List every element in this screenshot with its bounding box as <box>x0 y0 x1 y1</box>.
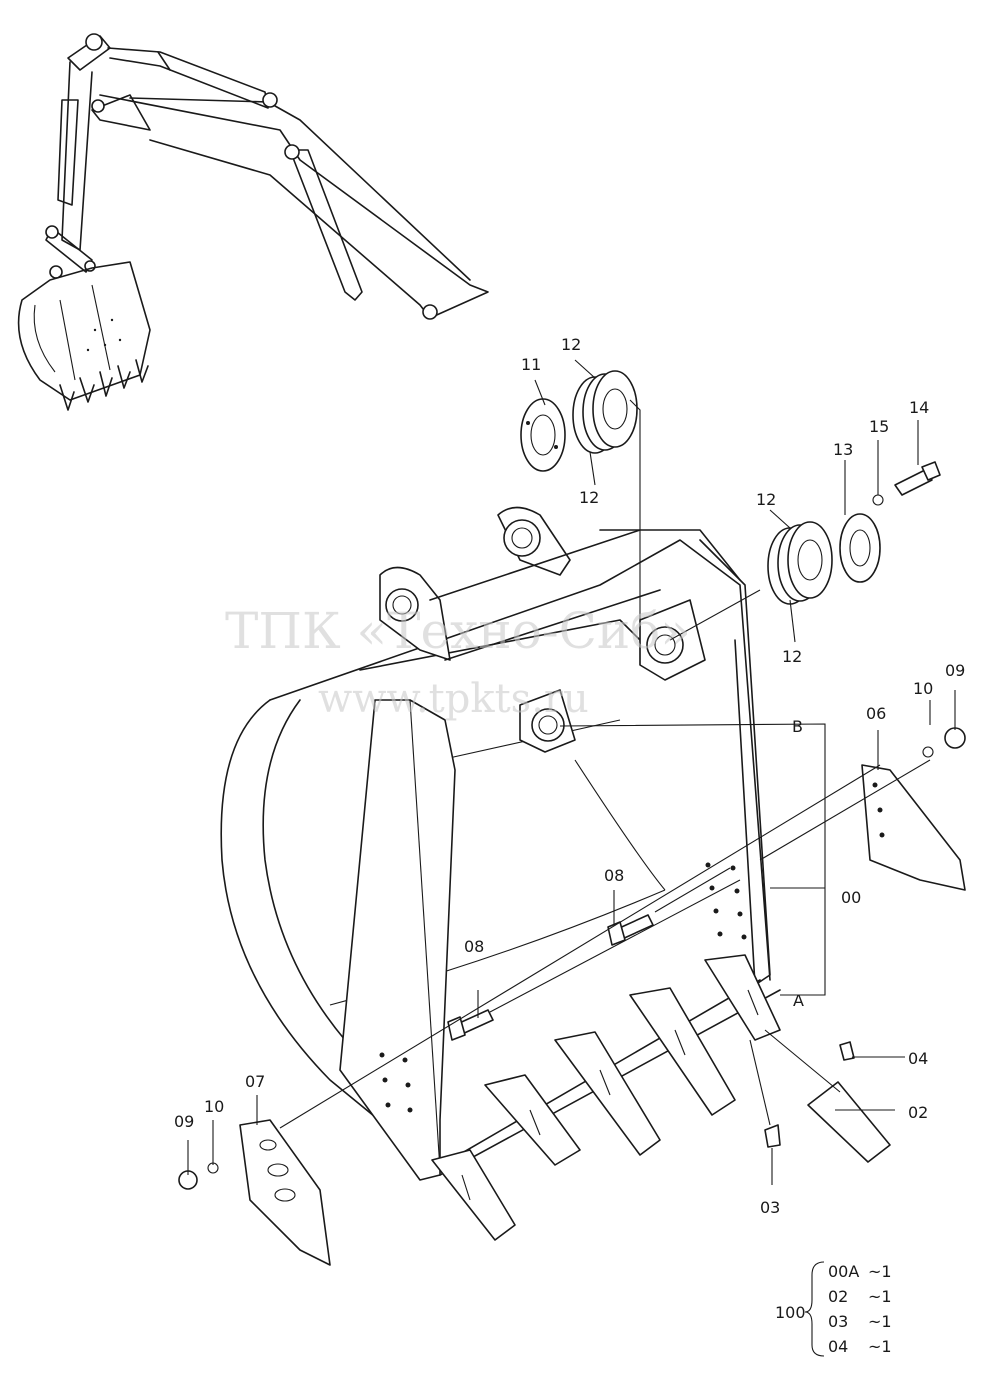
side-cutter-icon <box>239 764 966 1266</box>
excavator-arm-icon <box>45 33 489 320</box>
assembly-item-qty: ~1 <box>868 1262 892 1281</box>
callout-03: 03 <box>760 1198 780 1217</box>
callout-ref-B: B <box>792 717 803 736</box>
callout-04: 04 <box>908 1049 928 1068</box>
main-bucket <box>220 506 781 1181</box>
assembly-item-qty: ~1 <box>868 1287 892 1306</box>
tooth-icon <box>431 954 781 1241</box>
callout-12-below: 12 <box>579 488 599 507</box>
callout-06: 06 <box>866 704 886 723</box>
pin-plate-icon <box>520 398 566 472</box>
callout-09-right: 09 <box>945 661 965 680</box>
callout-07: 07 <box>245 1072 265 1091</box>
callout-12-right: 12 <box>756 490 776 509</box>
tooth-icon <box>807 1041 891 1163</box>
callout-10-right: 10 <box>913 679 933 698</box>
assembly-list: 100 00A ~1 02 ~1 03 ~1 04 ~1 <box>775 1261 892 1357</box>
callout-15: 15 <box>869 417 889 436</box>
callout-02: 02 <box>908 1103 928 1122</box>
assembly-item-qty: ~1 <box>868 1312 892 1331</box>
callout-11: 11 <box>521 355 541 374</box>
bucket-icon <box>17 261 151 411</box>
washer-icon <box>839 494 884 583</box>
pin-icon <box>764 1124 781 1148</box>
assembly-item-part: 04 <box>828 1337 848 1356</box>
bolt-icon <box>894 461 941 496</box>
callout-14: 14 <box>909 398 929 417</box>
callout-09-left: 09 <box>174 1112 194 1131</box>
assembly-item-qty: ~1 <box>868 1337 892 1356</box>
assembly-item-part: 03 <box>828 1312 848 1331</box>
watermark-line-2: www.tpkts.ru <box>318 676 589 722</box>
watermark-line-1: ТПК «Техно-Сиб» <box>225 602 691 660</box>
callout-10-left: 10 <box>204 1097 224 1116</box>
callout-00: 00 <box>841 888 861 907</box>
callout-13: 13 <box>833 440 853 459</box>
shim-icon <box>572 370 833 605</box>
assembly-item-part: 02 <box>828 1287 848 1306</box>
callout-12-top: 12 <box>561 335 581 354</box>
callout-08-lower: 08 <box>464 937 484 956</box>
assembly-id: 100 <box>775 1303 806 1322</box>
callout-ref-A: A <box>793 991 804 1010</box>
bolt-icon <box>447 914 654 1041</box>
callout-08-upper: 08 <box>604 866 624 885</box>
assembly-item-part: 00A <box>828 1262 859 1281</box>
callout-12-lower: 12 <box>782 647 802 666</box>
